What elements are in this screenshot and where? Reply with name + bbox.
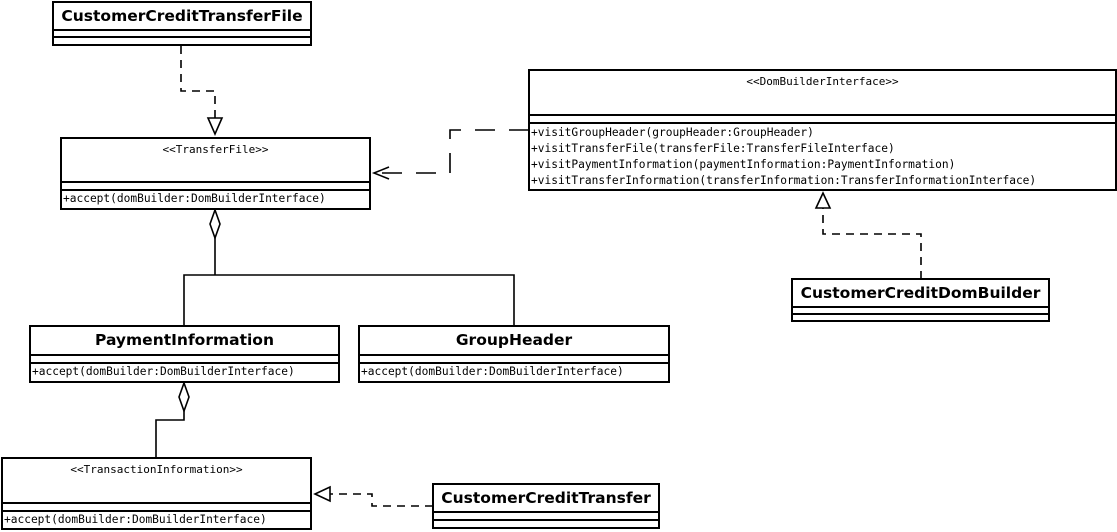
operations-compartment: +accept(domBuilder:DomBuilderInterface) bbox=[62, 191, 369, 207]
attributes-compartment bbox=[793, 308, 1048, 315]
class-stereotype: <<TransferFile>> bbox=[62, 139, 369, 183]
class-name: CustomerCreditTransfer bbox=[434, 485, 658, 513]
operation: +accept(domBuilder:DomBuilderInterface) bbox=[361, 365, 624, 378]
operations-compartment: +accept(domBuilder:DomBuilderInterface) bbox=[3, 512, 310, 528]
attributes-compartment bbox=[434, 513, 658, 521]
class-customercredittransfer[interactable]: CustomerCreditTransfer bbox=[432, 483, 660, 529]
class-groupheader[interactable]: GroupHeader +accept(domBuilder:DomBuilde… bbox=[358, 325, 670, 383]
class-name: GroupHeader bbox=[360, 327, 668, 356]
class-transferfile[interactable]: <<TransferFile>> +accept(domBuilder:DomB… bbox=[60, 137, 371, 210]
realization-customercredittransfer-transactioninformation bbox=[313, 485, 433, 507]
operation: +visitTransferFile(transferFile:Transfer… bbox=[531, 142, 895, 155]
class-paymentinformation[interactable]: PaymentInformation +accept(domBuilder:Do… bbox=[29, 325, 340, 383]
operation: +visitGroupHeader(groupHeader:GroupHeade… bbox=[531, 126, 814, 139]
operations-compartment: +accept(domBuilder:DomBuilderInterface) bbox=[31, 364, 338, 380]
class-name: CustomerCreditTransferFile bbox=[54, 3, 310, 31]
class-stereotype: <<DomBuilderInterface>> bbox=[530, 71, 1115, 116]
class-name: PaymentInformation bbox=[31, 327, 338, 356]
operations-compartment: +visitGroupHeader(groupHeader:GroupHeade… bbox=[530, 124, 1115, 189]
operation: +visitPaymentInformation(paymentInformat… bbox=[531, 158, 956, 171]
class-name: CustomerCreditDomBuilder bbox=[793, 280, 1048, 308]
class-stereotype: <<TransactionInformation>> bbox=[3, 459, 310, 504]
class-transactioninformation[interactable]: <<TransactionInformation>> +accept(domBu… bbox=[1, 457, 312, 530]
realization-customercreditdombuilder-dombuilderinterface bbox=[814, 191, 922, 279]
class-dombuilderinterface[interactable]: <<DomBuilderInterface>> +visitGroupHeade… bbox=[528, 69, 1117, 191]
attributes-compartment bbox=[31, 356, 338, 364]
attributes-compartment bbox=[3, 504, 310, 512]
aggregation-transactioninformation-paymentinformation bbox=[155, 380, 190, 459]
attributes-compartment bbox=[360, 356, 668, 364]
operation: +visitTransferInformation(transferInform… bbox=[531, 174, 1037, 187]
dependency-dombuilderinterface-transferfile bbox=[371, 129, 529, 180]
operation: +accept(domBuilder:DomBuilderInterface) bbox=[4, 513, 267, 526]
realization-customercredittransferfile-transferfile bbox=[180, 46, 224, 136]
class-customercredittransferfile[interactable]: CustomerCreditTransferFile bbox=[52, 1, 312, 46]
aggregation-payment-groupheader-transferfile bbox=[183, 207, 515, 327]
attributes-compartment bbox=[54, 31, 310, 38]
operation: +accept(domBuilder:DomBuilderInterface) bbox=[32, 365, 295, 378]
operations-compartment: +accept(domBuilder:DomBuilderInterface) bbox=[360, 364, 668, 380]
operation: +accept(domBuilder:DomBuilderInterface) bbox=[63, 192, 326, 205]
class-customercreditdombuilder[interactable]: CustomerCreditDomBuilder bbox=[791, 278, 1050, 322]
attributes-compartment bbox=[62, 183, 369, 191]
attributes-compartment bbox=[530, 116, 1115, 124]
